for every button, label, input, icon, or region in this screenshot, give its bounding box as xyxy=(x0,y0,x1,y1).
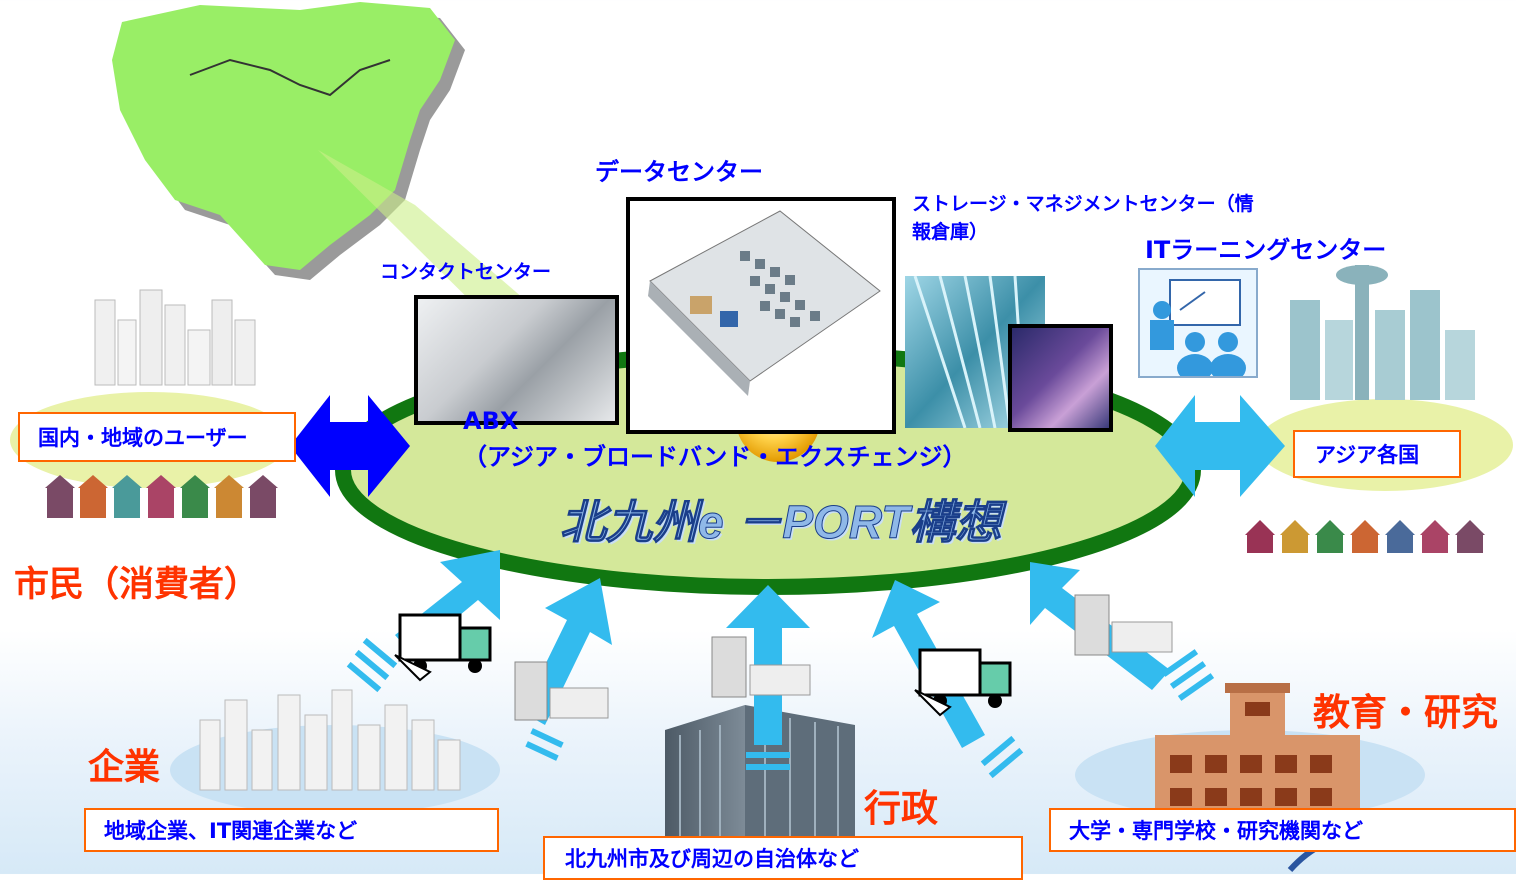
abx-title: ABX xyxy=(463,407,519,435)
truck-icon xyxy=(394,613,492,682)
contact-center-photo xyxy=(414,295,619,425)
government-detail-box: 北九州市及び周辺の自治体など xyxy=(543,836,1023,880)
truck-icon xyxy=(914,648,1012,717)
storage-center-label: ストレージ・マネジメントセンター（情報倉庫） xyxy=(912,193,1254,243)
education-label: 教育・研究 xyxy=(1313,691,1498,734)
domestic-users-label: 国内・地域のユーザー xyxy=(38,426,248,450)
enterprise-detail-label: 地域企業、IT関連企業など xyxy=(104,819,358,843)
abx-subtitle: （アジア・ブロードバンド・エクスチェンジ） xyxy=(463,443,967,471)
server-icon xyxy=(711,636,811,698)
enterprise-label: 企業 xyxy=(88,747,161,788)
education-detail-box: 大学・専門学校・研究機関など xyxy=(1049,808,1516,852)
left-double-arrow xyxy=(290,395,410,497)
enterprise-city xyxy=(199,689,461,791)
enterprise-detail-box: 地域企業、IT関連企業など xyxy=(84,808,499,852)
citizens-label: 市民（消費者） xyxy=(14,565,260,605)
left-houses xyxy=(45,475,278,518)
kitakyushu-map xyxy=(112,2,560,330)
data-center-label: データセンター xyxy=(595,158,763,186)
server-icon xyxy=(514,661,609,721)
storage-center-photo xyxy=(905,276,1045,428)
concept-title: 北九州e －PORT構想 xyxy=(559,496,1002,549)
asia-box: アジア各国 xyxy=(1293,430,1461,478)
right-houses xyxy=(1245,520,1485,553)
government-detail-label: 北九州市及び周辺の自治体など xyxy=(565,847,859,871)
contact-center-label: コンタクトセンター xyxy=(380,261,552,283)
it-learning-photo xyxy=(1138,268,1258,378)
storage-people-photo xyxy=(1008,324,1113,432)
government-label: 行政 xyxy=(864,787,938,830)
data-center-photo xyxy=(626,197,896,434)
domestic-users-box: 国内・地域のユーザー xyxy=(18,412,296,462)
education-detail-label: 大学・専門学校・研究機関など xyxy=(1069,819,1363,843)
asia-label: アジア各国 xyxy=(1315,443,1420,467)
right-double-arrow xyxy=(1155,395,1285,497)
it-learning-label: ITラーニングセンター xyxy=(1145,236,1387,264)
server-icon xyxy=(1074,594,1173,656)
